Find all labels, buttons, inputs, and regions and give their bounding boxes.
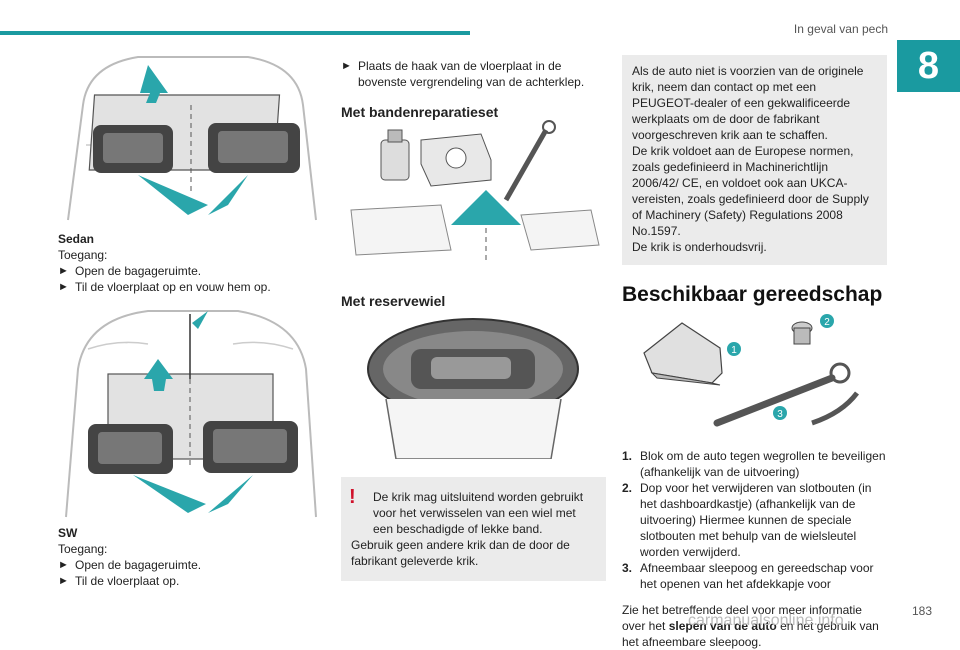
tool-item-1: 1. Blok om de auto tegen wegrollen te be… (622, 449, 886, 479)
jack-info-box: Als de auto niet is voorzien van de orig… (622, 55, 887, 265)
spare-wheel-illustration (367, 318, 579, 459)
column-middle: Plaats de haak van de vloerplaat in de b… (341, 58, 606, 581)
repair-kit-illustration (350, 120, 600, 260)
column-right: Als de auto niet is voorzien van de orig… (622, 55, 887, 650)
hook-step: Plaats de haak van de vloerplaat in de b… (341, 58, 606, 90)
sw-heading: SW (58, 526, 78, 540)
column-left: Sedan Toegang: Open de bagageruimte. Til… (58, 45, 323, 589)
page-number: 183 (911, 604, 932, 618)
info-text-2: De krik voldoet aan de Europese normen, … (632, 144, 869, 238)
warning-text-2: Gebruik geen andere krik dan de door de … (351, 538, 570, 568)
section-title: In geval van pech (793, 22, 888, 36)
sedan-step-2: Til de vloerplaat op en vouw hem op. (58, 279, 323, 295)
watermark: carmanualsonline.info (688, 612, 844, 629)
sedan-heading: Sedan (58, 232, 95, 246)
header-accent-bar (0, 31, 470, 35)
tools-heading: Beschikbaar gereedschap (622, 283, 883, 306)
tool-item-3: 3. Afneembaar sleepoog en gereedschap vo… (622, 561, 874, 591)
callout-1: 1 (731, 345, 737, 356)
chapter-badge: 8 (897, 40, 960, 92)
sw-step-2: Til de vloerplaat op. (58, 573, 323, 589)
info-text-3: De krik is onderhoudsvrij. (632, 240, 767, 254)
tool-item-2: 2. Dop voor het verwijderen van slotbout… (622, 481, 872, 559)
warning-icon: ! (349, 486, 356, 508)
warning-text-1: De krik mag uitsluitend worden gebruikt … (373, 490, 584, 536)
sw-trunk-illustration (65, 310, 317, 518)
callout-3: 3 (777, 409, 783, 420)
info-text-1: Als de auto niet is voorzien van de orig… (632, 64, 864, 142)
jack-warning-box: ! De krik mag uitsluitend worden gebruik… (341, 477, 606, 581)
tools-illustration: 1 2 3 (643, 314, 859, 427)
spare-wheel-heading: Met reservewiel (341, 293, 446, 309)
sw-step-1: Open de bagageruimte. (58, 557, 323, 573)
sedan-access-label: Toegang: (58, 248, 108, 262)
callout-2: 2 (824, 317, 830, 328)
sw-access-label: Toegang: (58, 542, 108, 556)
repair-kit-heading: Met bandenreparatieset (341, 104, 499, 120)
sedan-step-1: Open de bagageruimte. (58, 263, 323, 279)
sedan-trunk-illustration (67, 56, 317, 221)
